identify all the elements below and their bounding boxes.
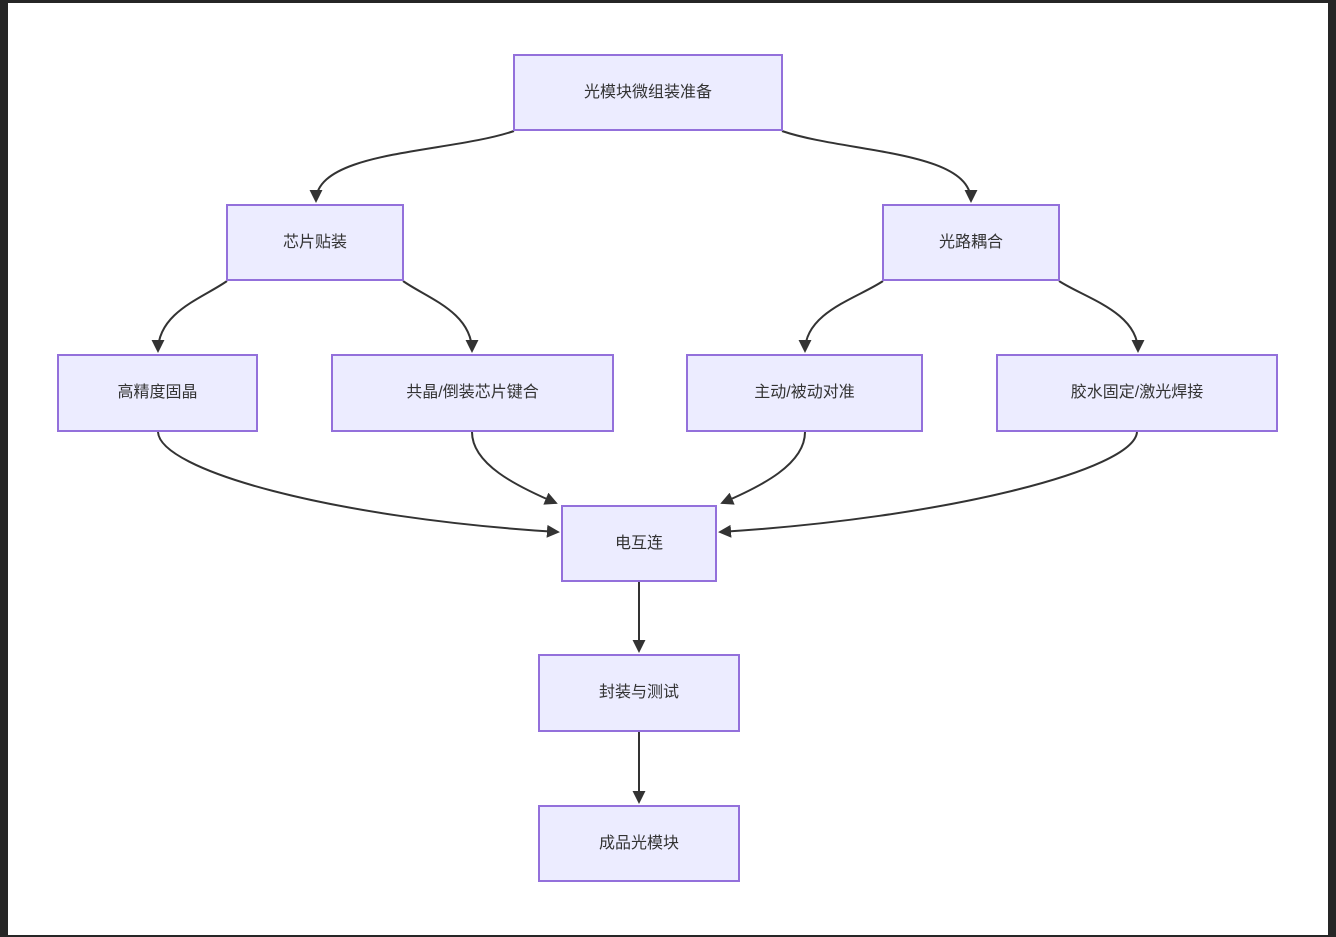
node-label: 芯片贴装 bbox=[282, 233, 347, 251]
node-label: 封装与测试 bbox=[598, 684, 679, 702]
flow-node-eutectic: 共晶/倒装芯片键合 bbox=[331, 354, 614, 432]
flow-node-chip: 芯片贴装 bbox=[226, 204, 404, 281]
node-label: 高精度固晶 bbox=[117, 384, 198, 402]
diagram-paper bbox=[8, 3, 1328, 935]
flow-node-die: 高精度固晶 bbox=[57, 354, 258, 432]
flow-node-final: 成品光模块 bbox=[538, 805, 740, 882]
flow-node-prep: 光模块微组装准备 bbox=[513, 54, 783, 131]
node-label: 成品光模块 bbox=[598, 834, 679, 852]
node-label: 主动/被动对准 bbox=[754, 384, 855, 402]
node-label: 光路耦合 bbox=[938, 233, 1003, 251]
flow-node-inter: 电互连 bbox=[561, 505, 717, 582]
node-label: 光模块微组装准备 bbox=[583, 83, 712, 101]
node-label: 电互连 bbox=[614, 534, 663, 552]
flow-node-glue: 胶水固定/激光焊接 bbox=[996, 354, 1278, 432]
flow-node-align: 主动/被动对准 bbox=[686, 354, 923, 432]
flow-node-coupling: 光路耦合 bbox=[882, 204, 1060, 281]
node-label: 胶水固定/激光焊接 bbox=[1070, 384, 1204, 402]
node-label: 共晶/倒装芯片键合 bbox=[406, 384, 539, 402]
flow-node-package: 封装与测试 bbox=[538, 654, 740, 732]
